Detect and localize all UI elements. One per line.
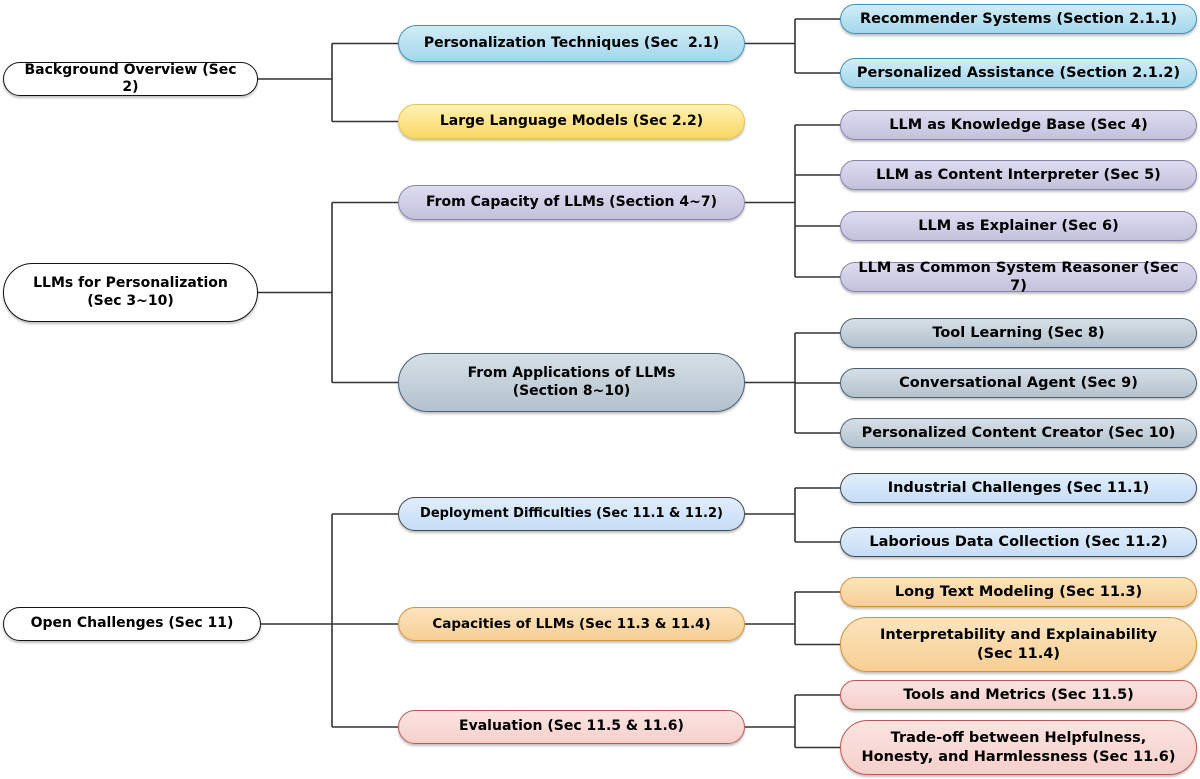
node-llms-for-personalization: LLMs for Personalization (Sec 3~10)	[3, 263, 258, 322]
node-tool-learning: Tool Learning (Sec 8)	[840, 318, 1197, 348]
node-tradeoff-hhh: Trade-off between Helpfulness, Honesty, …	[840, 720, 1197, 775]
connector-from-applications	[745, 332, 840, 434]
node-industrial-challenges: Industrial Challenges (Sec 11.1)	[840, 473, 1197, 503]
node-deployment-difficulties: Deployment Difficulties (Sec 11.1 & 11.2…	[398, 497, 745, 531]
node-open-challenges: Open Challenges (Sec 11)	[3, 607, 261, 641]
node-personalized-content-creator: Personalized Content Creator (Sec 10)	[840, 418, 1197, 448]
node-llm-knowledge-base: LLM as Knowledge Base (Sec 4)	[840, 110, 1197, 140]
node-laborious-data-collection: Laborious Data Collection (Sec 11.2)	[840, 527, 1197, 557]
connector-capacities-of-llms	[745, 591, 840, 646]
connector-evaluation	[745, 694, 840, 749]
connector-from-capacity	[745, 124, 840, 278]
connector-background-overview	[258, 42, 398, 123]
node-interpretability: Interpretability and Explainability (Sec…	[840, 617, 1197, 672]
node-conversational-agent: Conversational Agent (Sec 9)	[840, 368, 1197, 398]
connector-open-challenges	[261, 513, 398, 728]
node-long-text-modeling: Long Text Modeling (Sec 11.3)	[840, 577, 1197, 607]
node-from-applications: From Applications of LLMs (Section 8~10)	[398, 353, 745, 412]
node-llm-content-interpreter: LLM as Content Interpreter (Sec 5)	[840, 160, 1197, 190]
node-capacities-of-llms: Capacities of LLMs (Sec 11.3 & 11.4)	[398, 607, 745, 641]
node-large-language-models: Large Language Models (Sec 2.2)	[398, 104, 745, 139]
node-recommender-systems: Recommender Systems (Section 2.1.1)	[840, 4, 1197, 34]
node-evaluation: Evaluation (Sec 11.5 & 11.6)	[398, 710, 745, 744]
connector-personalization-techniques	[745, 18, 840, 74]
node-tools-and-metrics: Tools and Metrics (Sec 11.5)	[840, 680, 1197, 710]
node-background-overview: Background Overview (Sec 2)	[3, 62, 258, 96]
node-personalization-techniques: Personalization Techniques (Sec 2.1)	[398, 25, 745, 62]
node-llm-common-system-reasoner: LLM as Common System Reasoner (Sec 7)	[840, 260, 1197, 294]
connector-llms-for-personalization	[258, 201, 398, 384]
node-from-capacity: From Capacity of LLMs (Section 4~7)	[398, 185, 745, 220]
node-personalized-assistance: Personalized Assistance (Section 2.1.2)	[840, 58, 1197, 88]
node-llm-explainer: LLM as Explainer (Sec 6)	[840, 211, 1197, 241]
connector-deployment-difficulties	[745, 487, 840, 543]
